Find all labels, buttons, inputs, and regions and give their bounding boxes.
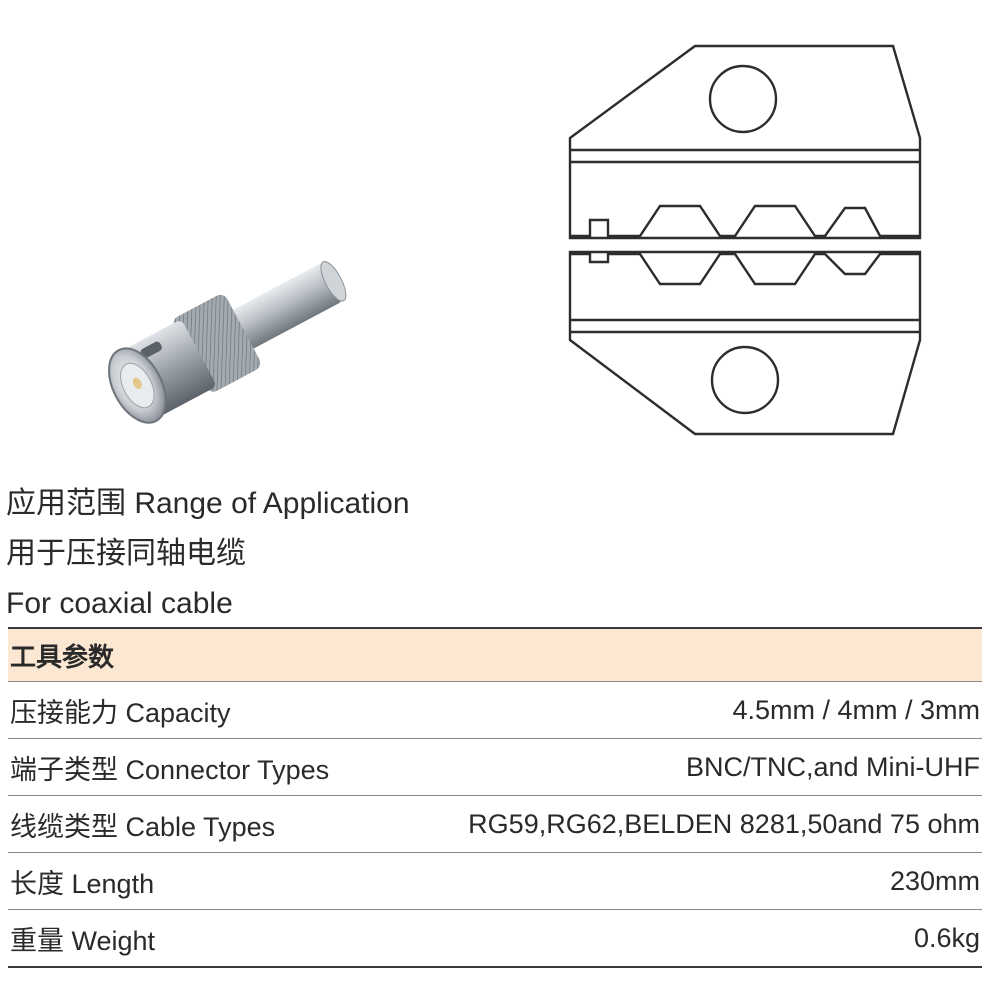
spec-row-weight: 重量 Weight 0.6kg (8, 910, 982, 968)
spec-value: BNC/TNC,and Mini-UHF (685, 751, 980, 782)
spec-label: 端子类型 Connector Types (10, 754, 330, 785)
spec-label: 长度 Length (10, 868, 155, 899)
crimp-die-diagram (568, 44, 922, 436)
spec-table-header: 工具参数 (8, 627, 982, 682)
spec-value: RG59,RG62,BELDEN 8281,50and 75 ohm (468, 808, 980, 839)
spec-value: 0.6kg (913, 922, 980, 953)
spec-row-connector-types: 端子类型 Connector Types BNC/TNC,and Mini-UH… (8, 739, 982, 796)
application-description-cn: 用于压接同轴电缆 (6, 537, 246, 570)
spec-value: 230mm (889, 865, 980, 896)
application-heading: 应用范围 Range of Application (6, 487, 410, 520)
spec-row-capacity: 压接能力 Capacity 4.5mm / 4mm / 3mm (8, 682, 982, 739)
spec-table: 工具参数 压接能力 Capacity 4.5mm / 4mm / 3mm 端子类… (8, 627, 982, 968)
spec-label: 线缆类型 Cable Types (10, 811, 276, 842)
bnc-connector-image (108, 261, 347, 424)
spec-value: 4.5mm / 4mm / 3mm (732, 694, 980, 725)
spec-row-cable-types: 线缆类型 Cable Types RG59,RG62,BELDEN 8281,5… (8, 796, 982, 853)
spec-row-length: 长度 Length 230mm (8, 853, 982, 910)
application-description-en: For coaxial cable (6, 587, 233, 620)
spec-label: 压接能力 Capacity (10, 697, 231, 728)
spec-label: 重量 Weight (10, 925, 156, 956)
